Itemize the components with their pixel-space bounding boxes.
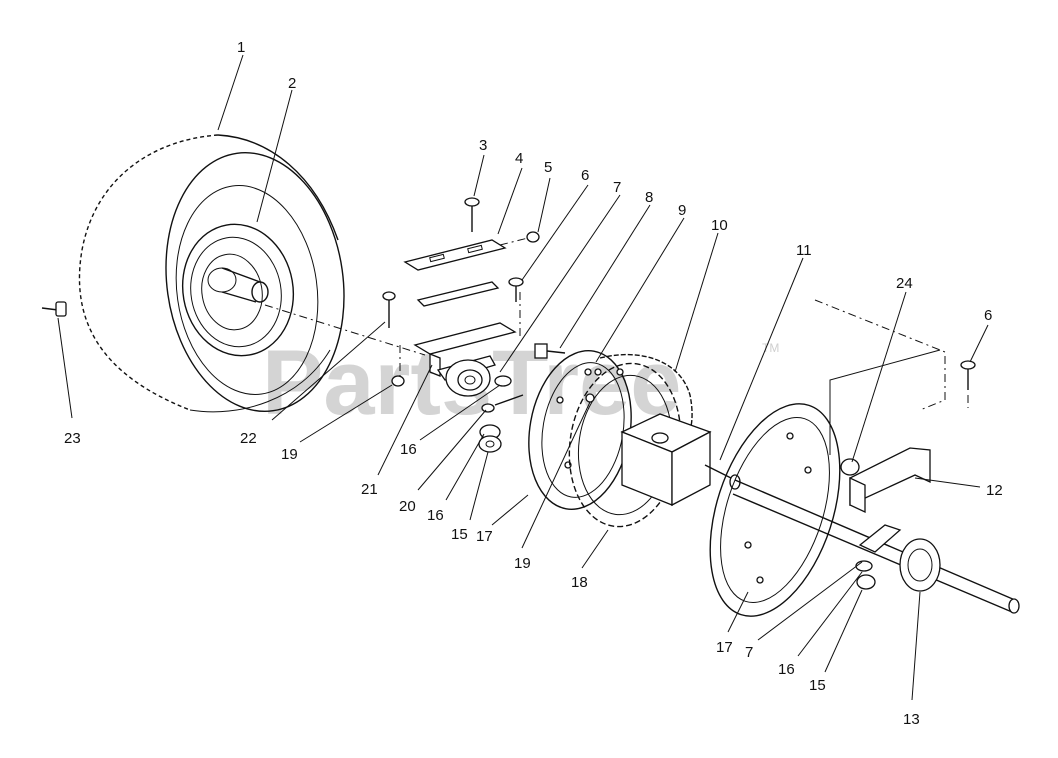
callout-22: 22 [240,430,257,447]
mounting-ring-17 [709,403,841,617]
tire [78,134,345,413]
callout-4: 4 [515,150,523,167]
callout-13: 13 [903,711,920,728]
axle-centerline [264,304,426,356]
callout-17-left: 17 [476,528,493,545]
leader-lines [57,54,989,701]
callout-16-right: 16 [778,661,795,678]
callout-9: 9 [678,202,686,219]
washer-20 [481,403,495,413]
watermark-trademark: TM [762,341,779,355]
callout-6-right: 6 [984,307,992,324]
callout-17-right: 17 [716,639,733,656]
wheel-rim [181,223,295,357]
axle-13 [732,479,1020,614]
cotter-pin [494,394,524,406]
nut-24 [840,458,860,476]
callout-7: 7 [613,179,621,196]
callout-16-upper: 16 [400,441,417,458]
callout-10: 10 [711,217,728,234]
callout-18: 18 [571,574,588,591]
callout-12: 12 [986,482,1003,499]
callout-5: 5 [544,159,552,176]
bearing-bracket-21 [413,322,517,397]
callout-21: 21 [361,481,378,498]
bracket-plate-4 [403,239,507,271]
callout-3: 3 [479,137,487,154]
bracket-guide-lines [399,292,521,378]
callout-7-right: 7 [745,644,753,661]
nut-19 [391,375,405,387]
callout-15-right: 15 [809,677,826,694]
nut-5 [499,231,540,246]
gearbox [620,413,741,507]
bolt-6-short [508,277,524,302]
callout-2: 2 [288,75,296,92]
bolt-8 [534,343,566,359]
callout-19-left: 19 [281,446,298,463]
strap-6 [416,281,500,307]
callout-15-left: 15 [451,526,468,543]
callout-11: 11 [796,242,812,259]
washer-16 [494,375,512,387]
callout-23: 23 [64,430,81,447]
bearing-clamp-7 [855,524,902,590]
callout-6: 6 [581,167,589,184]
bolt-22 [382,291,396,328]
callout-8: 8 [645,189,653,206]
bolt-3 [464,197,480,232]
frame-12 [814,299,946,514]
callout-1: 1 [237,39,245,56]
callout-20: 20 [399,498,416,515]
nut-15-washer-16 [478,424,502,453]
callout-24: 24 [896,275,913,292]
bolt-6-right [960,360,976,408]
callout-19-mid: 19 [514,555,531,572]
lug-bolt-23 [41,301,67,317]
callout-16-mid: 16 [427,507,444,524]
